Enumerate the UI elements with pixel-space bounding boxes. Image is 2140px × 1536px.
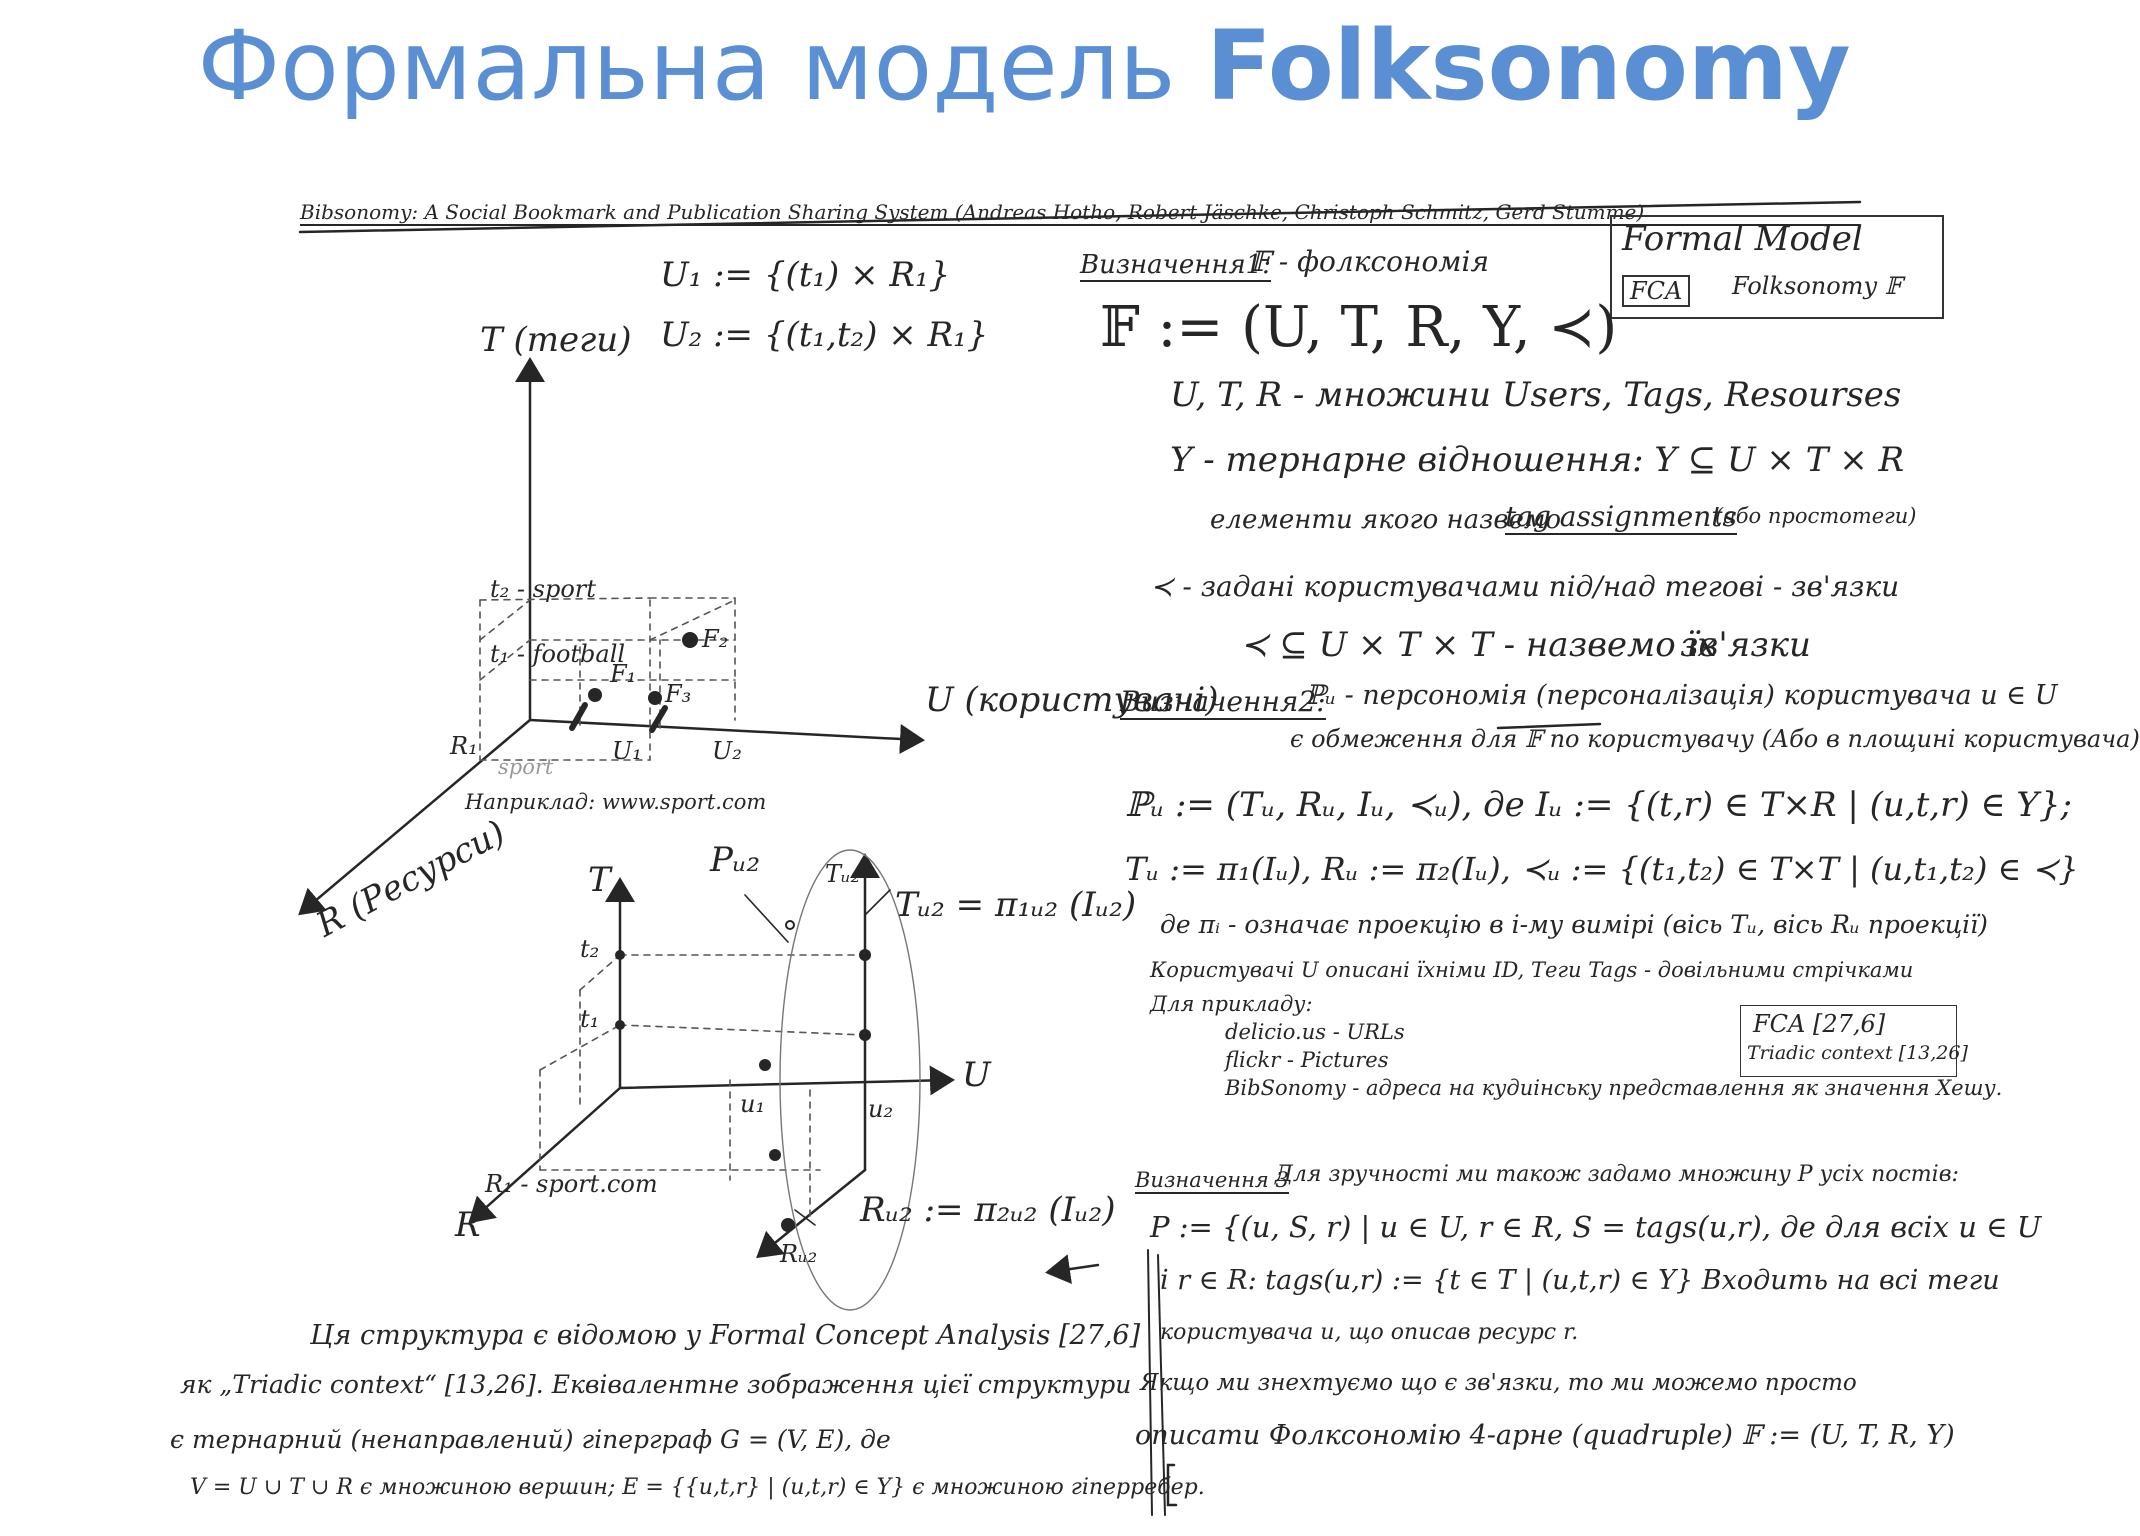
header-reference: Bibsonomy: A Social Bookmark and Publica… (300, 200, 1860, 226)
def2-example-bibsonomy: BibSonomy - адреса на кудиінську предста… (1225, 1076, 2003, 1100)
upper-u-axis-label: U (користувачі) (925, 680, 1219, 720)
lower-ru2-label: Rᵤ₂ (780, 1240, 818, 1268)
point-ru2 (781, 1218, 795, 1232)
def1-label: Визначення1: (1080, 250, 1271, 282)
point-u1 (759, 1059, 771, 1071)
lower-t1-label: t₁ (580, 1005, 600, 1033)
def2-formula2: Tᵤ := π₁(Iᵤ), Rᵤ := π₂(Iᵤ), ≺ᵤ := {(t₁,t… (1125, 850, 2079, 888)
def2-head2: є обмеження для 𝔽 по користувачу (Або в … (1290, 725, 2140, 753)
def2-example-flickr: flickr - Pictures (1225, 1048, 1389, 1072)
lower-ru2-projection: Rᵤ₂ := π₂ᵤ₂ (Iᵤ₂) (860, 1190, 1116, 1230)
title-prefix: Формальна модель (197, 10, 1176, 122)
def3-line5: Якщо ми знехтуємо що є зв'язки, то ми мо… (1140, 1370, 1857, 1396)
lower-tu2-top-label: Tᵤ₂ (825, 860, 861, 888)
def1-y-note: елементи якого назвемо (1210, 505, 1562, 535)
def1-prec-def-end: зв'язки (1680, 625, 1811, 665)
def2-example-delicious: delicio.us - URLs (1225, 1020, 1405, 1044)
fca-reference-box: FCA [27,6] Triadic context [13,26] (1740, 1005, 1968, 1077)
def2-head: ℙᵤ - персономія (персоналізація) користу… (1305, 680, 2058, 711)
lower-r-label: R (455, 1205, 481, 1245)
point-f2 (682, 632, 698, 648)
fca-note-line2: як „Triadic context“ [13,26]. Еквівалент… (180, 1370, 1132, 1399)
point-mid (769, 1149, 781, 1161)
point-tu2-b (859, 1029, 871, 1041)
u1-definition: U₁ := {(t₁) × R₁} (660, 255, 951, 295)
upper-t2-label: t₂ - sport (490, 575, 596, 603)
header-underline (298, 200, 1862, 234)
def3-label: Визначення 3 (1135, 1168, 1289, 1194)
lower-u2-label: u₂ (868, 1095, 894, 1123)
upper-t1-label: t₁ - football (490, 640, 626, 668)
lower-tu2-projection: Tᵤ₂ = π₁ᵤ₂ (Iᵤ₂) (895, 885, 1137, 925)
def2-formula: ℙᵤ := (Tᵤ, Rᵤ, Iᵤ, ≺ᵤ), де Iᵤ := {(t,r) … (1125, 785, 2072, 825)
point-pu2 (785, 920, 795, 930)
lower-pu2-label: Pᵤ₂ (710, 840, 761, 880)
handwritten-sheet: Bibsonomy: A Social Bookmark and Publica… (170, 120, 2140, 1530)
lower-u-axis (618, 1065, 955, 1096)
point-t1 (615, 1020, 625, 1030)
def1-formula: 𝔽 := (U, T, R, Y, ≺) (1100, 295, 1618, 360)
def3-line2: P := {(u, S, r) | u ∈ U, r ∈ R, S = tags… (1150, 1210, 2042, 1244)
point-tu2-a (859, 949, 871, 961)
def1-prec: ≺ - задані користувачами під/над тегові … (1150, 570, 1900, 603)
point-t2 (615, 950, 625, 960)
def2-examples-label: Для прикладу: (1150, 992, 1313, 1016)
divider-line (1157, 1254, 1166, 1516)
upper-f2-label: F₂ (702, 625, 729, 653)
lower-u1-label: u₁ (740, 1090, 766, 1118)
slide-title: Формальна модель Folksonomy (0, 10, 2048, 122)
point-f3 (648, 691, 662, 705)
def1-y: Y - тернарне відношення: Y ⊆ U × T × R (1170, 440, 1905, 480)
def1-utr: U, T, R - множини Users, Tags, Resourses (1170, 375, 1902, 415)
upper-u-axis (528, 718, 925, 754)
upper-u2-label: U₂ (712, 737, 742, 765)
lower-ellipse (779, 849, 921, 1311)
folksonomy-label: Folksonomy 𝔽 (1732, 272, 1902, 300)
formal-model-box: Formal Model FCA Folksonomy 𝔽 (1610, 215, 1944, 319)
def3-line1: Для зручності ми також задамо множину P … (1275, 1162, 1959, 1187)
def3-line3: і r ∈ R: tags(u,r) := {t ∈ T | (u,t,r) ∈… (1160, 1265, 2000, 1296)
upper-f1-label: F₁ (610, 660, 637, 688)
def2-users-note: Користувачі U описані їхніми ID, Теги Ta… (1150, 958, 1914, 982)
def3-line4: користувача u, що описав ресурс r. (1160, 1320, 1579, 1345)
sketch-drawings (298, 200, 1862, 1516)
lower-r1-label: R₁ - sport.com (485, 1170, 658, 1198)
def1-prec-def: ≺ ⊆ U × T × T - назвемо їх (1240, 625, 1717, 665)
fca-reference-line1: FCA [27,6] (1753, 1010, 1886, 1038)
fca-note-line1: Ця структура є відомою у Formal Concept … (310, 1320, 1141, 1351)
lower-u-label: U (962, 1055, 991, 1095)
upper-f3-label: F₃ (665, 680, 692, 708)
lower-ru2-axis (756, 1168, 867, 1259)
upper-t-axis-label: T (теги) (480, 320, 632, 360)
upper-r-axis (298, 718, 532, 916)
u2-definition: U₂ := {(t₁,t₂) × R₁} (660, 315, 989, 355)
def1-tag-assign-alt: (або простотеги) (1715, 504, 1917, 528)
fca-tag: FCA (1622, 275, 1691, 307)
fca-note-line3: є тернарний (ненаправлений) гіперграф G … (170, 1425, 891, 1454)
formal-model-label: Formal Model (1622, 219, 1863, 259)
def3-line6: описати Фолксономію 4-арне (quadruple) 𝔽… (1135, 1420, 1955, 1451)
def1-head: 𝔽 - фолксономія (1250, 245, 1490, 278)
def1-tag-assignments: tag assignments (1505, 500, 1737, 535)
lower-t2-label: t₂ (580, 935, 600, 963)
fca-note-line4: V = U ∪ T ∪ R є множиною вершин; E = {{u… (190, 1475, 1205, 1500)
upper-example: Наприклад: www.sport.com (465, 790, 767, 814)
upper-r1-sub: sport (498, 755, 554, 779)
fca-reference-line2: Triadic context [13,26] (1747, 1042, 1968, 1064)
def2-label: Визначення2: (1120, 685, 1326, 720)
point-f1 (588, 688, 602, 702)
def2-projection-note: де πᵢ - означає проекцію в i-му вимірі (… (1160, 910, 1988, 939)
upper-u1-label: U₁ (612, 737, 642, 765)
lower-t-label: T (588, 860, 611, 900)
lower-r-axis (468, 1086, 622, 1224)
title-emphasis: Folksonomy (1206, 10, 1851, 122)
upper-r1-label: R₁ (450, 732, 478, 760)
